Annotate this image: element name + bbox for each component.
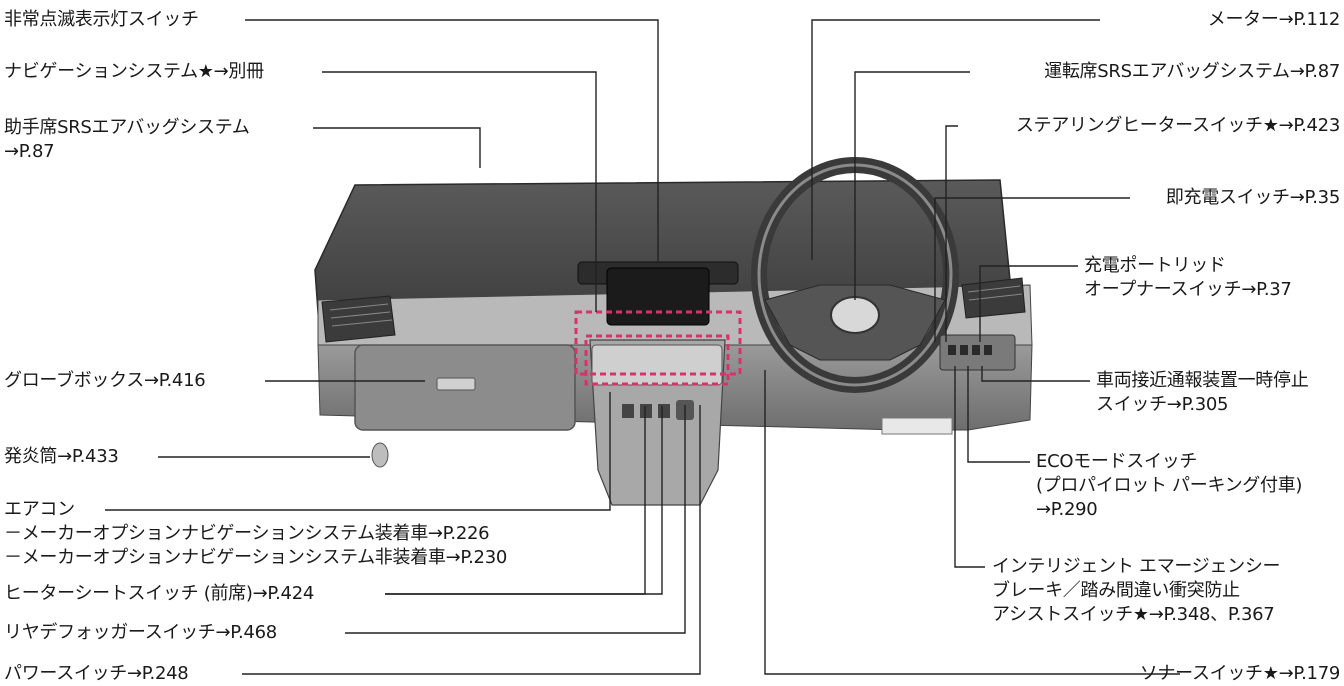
label-glovebox: グローブボックス→P.416: [4, 370, 206, 391]
label-passenger-airbag: 助手席SRSエアバッグシステム →P.87: [4, 117, 250, 162]
right-vent: [961, 277, 1026, 319]
label-flare: 発炎筒→P.433: [4, 446, 119, 467]
navi-highlight: [574, 310, 742, 376]
label-eco-mode-switch: ECOモードスイッチ (プロパイロット パーキング付車) →P.290: [1036, 451, 1303, 520]
leader-lines: [105, 19, 1180, 675]
label-steering-heater-switch: ステアリングヒータースイッチ★→P.423: [1015, 115, 1340, 136]
climate-panel: [591, 344, 723, 386]
label-meter: メーター→P.112: [1207, 9, 1341, 30]
glovebox-handle: [436, 377, 476, 391]
label-power-switch: パワースイッチ→P.248: [4, 663, 189, 684]
label-quick-charge-switch: 即充電スイッチ→P.35: [1165, 187, 1340, 208]
label-seat-heater-switch: ヒーターシートスイッチ (前席)→P.424: [4, 583, 315, 604]
flare-shape: [371, 442, 389, 468]
steering-hub: [830, 296, 880, 334]
navi-screen: [606, 267, 710, 326]
label-sonar-switch: ソナースイッチ★→P.179: [1139, 663, 1341, 684]
label-hazard-switch: 非常点滅表示灯スイッチ: [4, 9, 199, 30]
label-emergency-brake-switch: インテリジェント エマージェンシー ブレーキ／踏み間違い衝突防止 アシストスイッ…: [992, 556, 1281, 625]
label-approach-alert-switch: 車両接近通報装置一時停止 スイッチ→P.305: [1096, 370, 1309, 415]
label-charge-port-lid: 充電ポートリッド オープナースイッチ→P.37: [1084, 255, 1292, 300]
label-rear-defogger-switch: リヤデフォッガースイッチ→P.468: [4, 622, 277, 643]
aircon-highlight: [584, 334, 730, 386]
label-navigation-system: ナビゲーションシステム★→別冊: [4, 61, 264, 82]
label-aircon: エアコン －メーカーオプションナビゲーションシステム装着車→P.226 －メーカ…: [4, 499, 508, 568]
left-vent: [321, 295, 396, 343]
label-driver-airbag: 運転席SRSエアバッグシステム→P.87: [1044, 61, 1340, 82]
